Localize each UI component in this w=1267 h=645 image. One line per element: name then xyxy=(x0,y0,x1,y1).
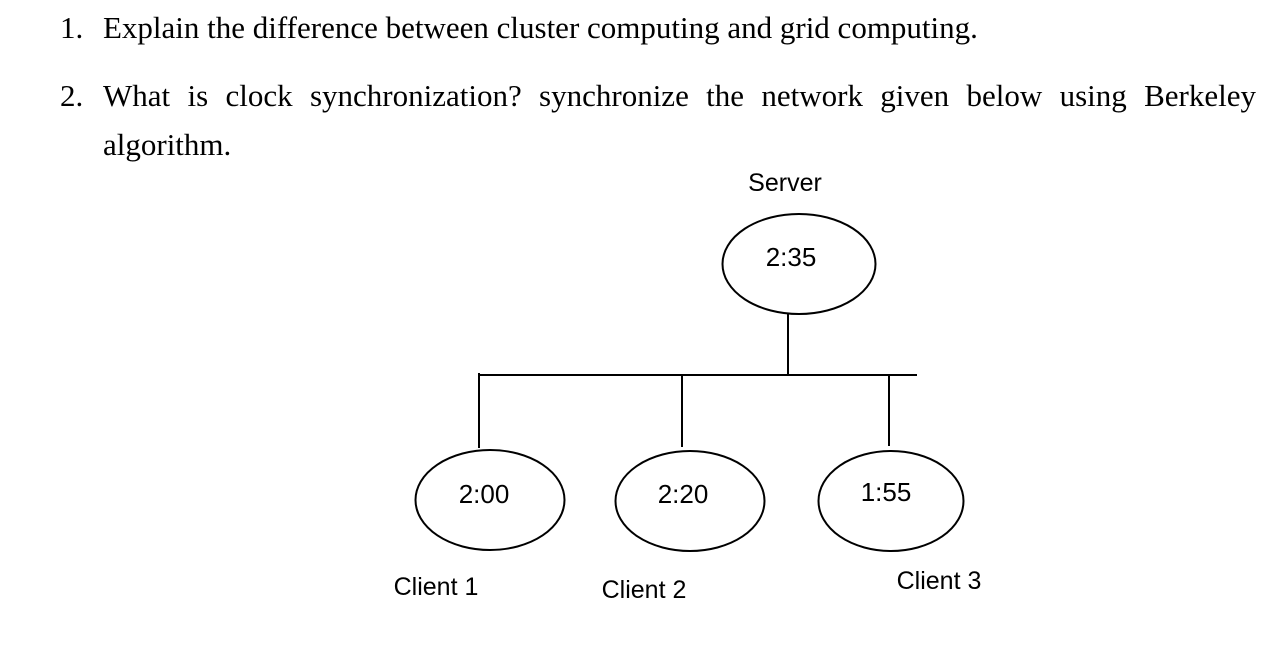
question-2-text-line2: algorithm. xyxy=(103,127,232,162)
server-label: Server xyxy=(748,169,822,197)
client3-clock-value: 1:55 xyxy=(860,477,912,507)
server-node-ellipse xyxy=(721,213,877,315)
question-2-number: 2. xyxy=(60,78,84,113)
question-2-text-line1: What is clock synchronization? synchroni… xyxy=(103,78,1256,113)
client1-label: Client 1 xyxy=(393,573,479,601)
client2-label: Client 2 xyxy=(601,576,687,604)
client1-clock-value: 2:00 xyxy=(458,479,510,509)
client3-label: Client 3 xyxy=(896,567,982,595)
question-1-number: 1. xyxy=(60,10,84,45)
client1-node-ellipse xyxy=(414,449,566,551)
server-clock-value: 2:35 xyxy=(765,242,817,272)
client2-clock-value: 2:20 xyxy=(657,479,709,509)
client3-node-ellipse xyxy=(817,450,965,552)
question-1-text: Explain the difference between cluster c… xyxy=(103,10,978,45)
client2-node-ellipse xyxy=(614,450,766,552)
